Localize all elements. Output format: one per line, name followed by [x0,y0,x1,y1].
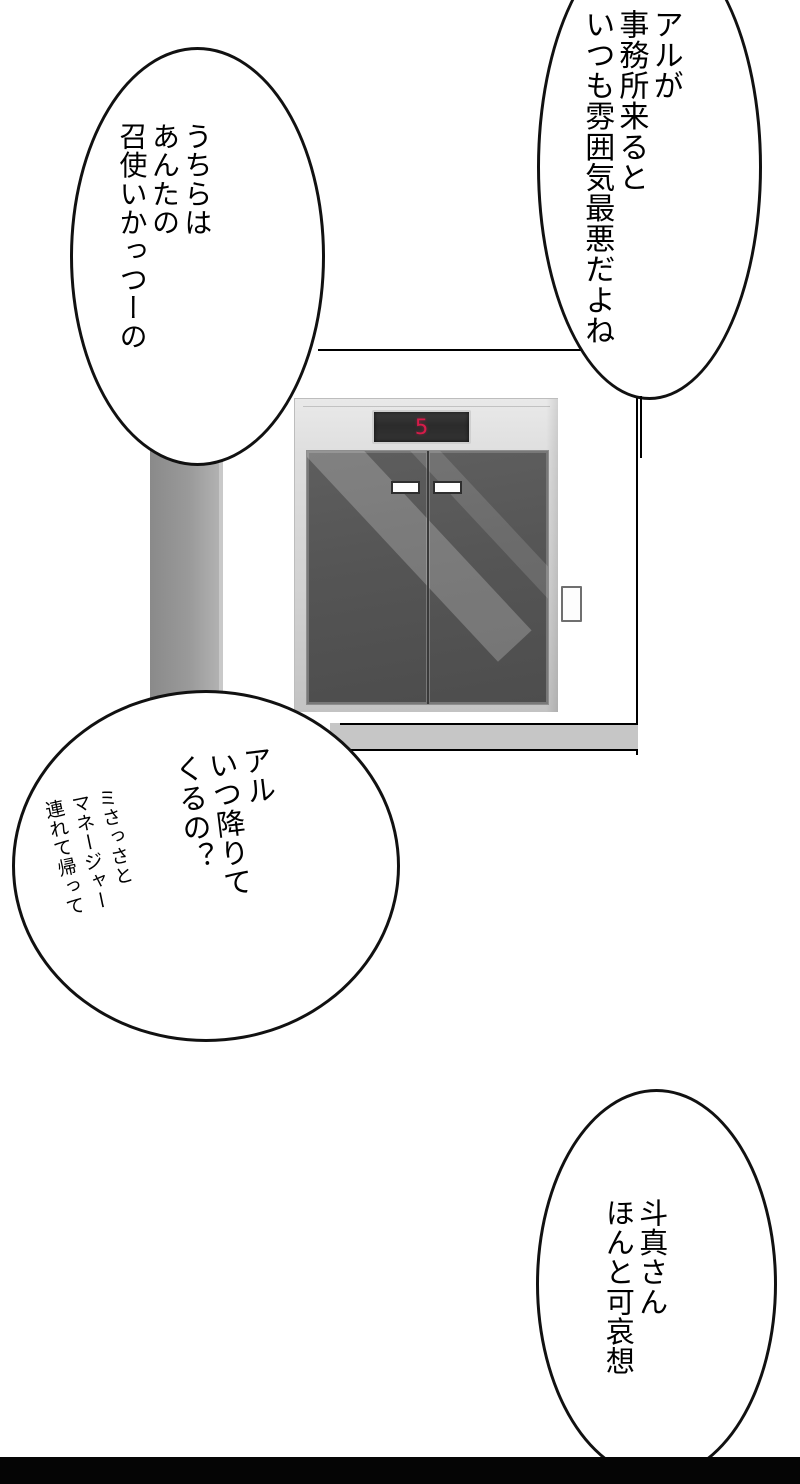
elevator-frame-shadow [546,399,558,712]
elevator-door-left [307,451,428,704]
hallway-pillar-edge [219,430,223,755]
ceiling-line [318,349,638,351]
speech-bubble-bottom-right-text: 斗真さん ほんと可哀想 [601,1198,669,1376]
bottom-black-band [0,1457,800,1484]
speech-bubble-top-right-tail [640,396,642,458]
elevator-door-seam [426,451,429,704]
door-vision-panel-left [391,481,420,494]
floor-strip [340,723,638,751]
door-vision-panel-right [433,481,462,494]
speech-bubble-top-left: うちらは あんたの 召使いかっつーの [70,47,325,466]
elevator-doors[interactable] [306,450,549,705]
speech-bubble-middle-left-subtext: ミさっさと マネージャー 連れて帰って [40,786,136,919]
elevator-frame-inner-line [303,406,550,407]
speech-bubble-bottom-right: 斗真さん ほんと可哀想 [536,1089,777,1479]
speech-bubble-middle-left: アル いつ降りて くるの？ ミさっさと マネージャー 連れて帰って [12,690,400,1042]
speech-bubble-middle-left-text: アル いつ降りて くるの？ [168,744,278,900]
elevator-floor-display: 5 [372,410,471,444]
speech-bubble-top-left-text: うちらは あんたの 召使いかっつーの [115,122,214,351]
speech-bubble-top-right: アルが 事務所来ると いつも雰囲気最悪だよね [537,0,762,400]
speech-bubble-top-right-text: アルが 事務所来ると いつも雰囲気最悪だよね [579,9,683,346]
wall-right-edge-line [636,349,638,755]
elevator-call-button[interactable] [561,586,582,622]
elevator-floor-number: 5 [414,414,429,439]
